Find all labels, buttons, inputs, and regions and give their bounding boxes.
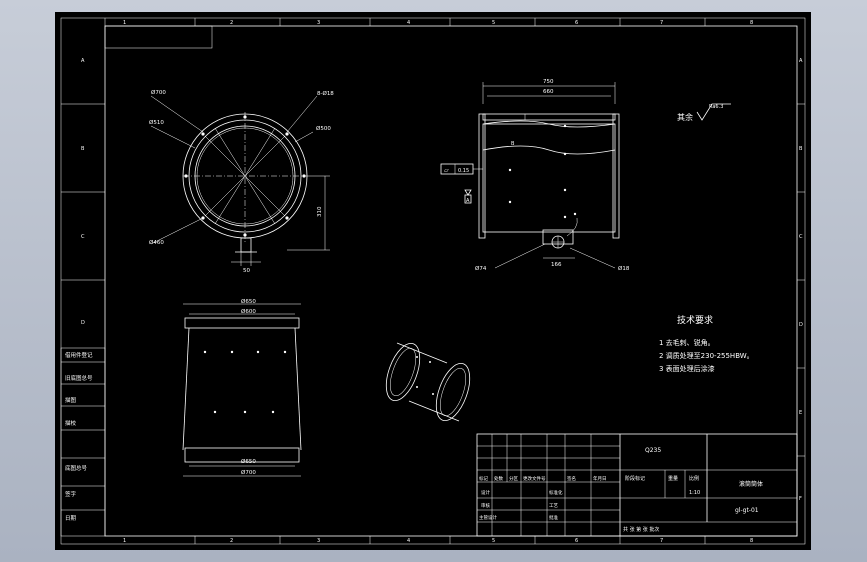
dim-front-bottom-outer: Ø700	[241, 469, 256, 476]
bottom-zone-8: 8	[750, 538, 753, 544]
front-view: Ø650 Ø600 Ø650 Ø700	[182, 298, 302, 477]
surface-finish-text: 其余	[677, 112, 693, 122]
tb-design: 设计	[481, 489, 490, 496]
left-strip-table: 借用件登记 旧底图总号 描图 描校 底图总号 签字 日期	[60, 347, 106, 537]
drawing-code-box	[104, 25, 213, 49]
left-zone-d: D	[81, 320, 85, 326]
tb-change-doc: 更改文件号	[523, 475, 546, 482]
label-scale: 比例	[689, 475, 699, 482]
tb-standard: 标准化	[549, 489, 563, 496]
left-zone-a: A	[81, 58, 85, 64]
right-zone-ruler: A B C D E F	[797, 58, 805, 502]
top-zone-2: 2	[230, 20, 233, 26]
dim-front-bottom-inner: Ø650	[241, 458, 256, 465]
left-zone-ruler: A B C D	[61, 58, 105, 326]
tb-zone: 分区	[509, 475, 518, 482]
dim-inner-width: 660	[543, 89, 554, 95]
bottom-zone-7: 7	[660, 538, 663, 544]
strip-label-4: 描校	[65, 419, 77, 427]
tech-title: 技术要求	[677, 314, 713, 326]
dim-holes: 8-Ø18	[317, 90, 334, 97]
flatness-symbol: ▱	[444, 167, 449, 174]
tech-item-2: 2 调质处理至230-255HBW。	[659, 351, 754, 360]
datum-a: A	[466, 198, 470, 204]
right-zone-f: F	[799, 496, 802, 502]
right-zone-e: E	[799, 410, 802, 416]
dim-front-top-inner: Ø600	[241, 308, 256, 315]
top-zone-4: 4	[407, 20, 410, 26]
tech-item-3: 3 表面处理后涂漆	[659, 364, 715, 373]
dim-right-hole: Ø18	[618, 265, 630, 272]
left-zone-c: C	[81, 234, 85, 240]
strip-label-6: 签字	[65, 490, 77, 498]
top-zone-8: 8	[750, 20, 753, 26]
surface-finish-ra: Ra6.3	[709, 104, 723, 110]
label-stage: 阶段标记	[625, 475, 645, 482]
dim-front-top-outer: Ø650	[241, 298, 256, 305]
top-zone-1: 1	[123, 20, 126, 26]
top-zone-5: 5	[492, 20, 495, 26]
dim-pcd: Ø510	[149, 119, 164, 126]
inner-frame	[104, 25, 798, 537]
bottom-zone-1: 1	[123, 538, 126, 544]
drawing-sheet: 1 2 3 4 5 6 7 8 1 2 3 4	[55, 12, 811, 550]
part-name: 滚筒筒体	[739, 480, 763, 488]
drawing-number: gl-gt-01	[735, 507, 759, 514]
top-view-circle: Ø700 Ø510 8-Ø18 Ø500 Ø460 310 50	[149, 89, 334, 274]
bottom-zone-6: 6	[575, 538, 578, 544]
strip-label-5: 底图总号	[65, 464, 88, 472]
strip-label-3: 描图	[65, 396, 77, 404]
strip-label-7: 日期	[65, 515, 77, 522]
dim-left-bottom: Ø74	[475, 265, 487, 272]
material: Q235	[645, 447, 661, 454]
right-zone-a: A	[799, 58, 803, 64]
left-zone-b: B	[81, 146, 85, 152]
side-view: 750 660 B	[440, 79, 630, 272]
outer-frame	[60, 17, 806, 545]
tech-item-1: 1 去毛刺、锐角。	[659, 338, 715, 347]
bottom-zone-ruler: 1 2 3 4 5 6 7 8	[123, 536, 753, 544]
flatness-value: 0.15	[458, 168, 469, 174]
right-zone-b: B	[799, 146, 803, 152]
tb-date: 年月日	[593, 475, 607, 482]
isometric-drum	[385, 342, 471, 422]
drawing-canvas: 1 2 3 4 5 6 7 8 1 2 3 4	[60, 17, 806, 545]
strip-label-1: 借用件登记	[65, 351, 93, 359]
dim-total-width: 750	[543, 79, 554, 85]
top-zone-3: 3	[317, 20, 320, 26]
dim-inner: Ø460	[149, 239, 164, 246]
right-zone-c: C	[799, 234, 803, 240]
tb-process: 工艺	[549, 503, 558, 509]
bottom-zone-4: 4	[407, 538, 410, 544]
tb-sign: 签名	[567, 475, 576, 482]
tb-count: 处数	[494, 475, 503, 482]
dim-lug: 50	[243, 268, 250, 274]
strip-label-2: 旧底图总号	[65, 374, 93, 382]
label-weight: 重量	[668, 475, 678, 482]
tb-chief: 主管设计	[479, 514, 497, 521]
tb-approve: 批准	[549, 514, 558, 521]
top-zone-6: 6	[575, 20, 578, 26]
top-zone-7: 7	[660, 20, 663, 26]
dim-outer-diameter: Ø700	[151, 89, 166, 96]
dim-hole2: Ø500	[316, 125, 331, 132]
tb-mark: 标记	[479, 475, 488, 482]
label-b: B	[511, 141, 515, 147]
title-block: Q235 阶段标记 重量 比例 1:10 滚筒筒体 gl-gt-01 共 张 第…	[476, 433, 798, 537]
right-zone-d: D	[799, 322, 803, 328]
surface-finish: 其余 Ra6.3	[677, 103, 731, 122]
dim-height: 310	[317, 206, 323, 217]
scale-value: 1:10	[689, 490, 700, 496]
tb-review: 审核	[481, 502, 490, 509]
top-zone-ruler: 1 2 3 4 5 6 7 8	[104, 18, 753, 26]
bottom-zone-2: 2	[230, 538, 233, 544]
bottom-zone-3: 3	[317, 538, 320, 544]
tech-requirements: 技术要求 1 去毛刺、锐角。 2 调质处理至230-255HBW。 3 表面处理…	[659, 314, 754, 373]
sheet-info: 共 张 第 张 批次	[623, 526, 659, 533]
dim-lug-width: 166	[551, 262, 562, 268]
bottom-zone-5: 5	[492, 538, 495, 544]
